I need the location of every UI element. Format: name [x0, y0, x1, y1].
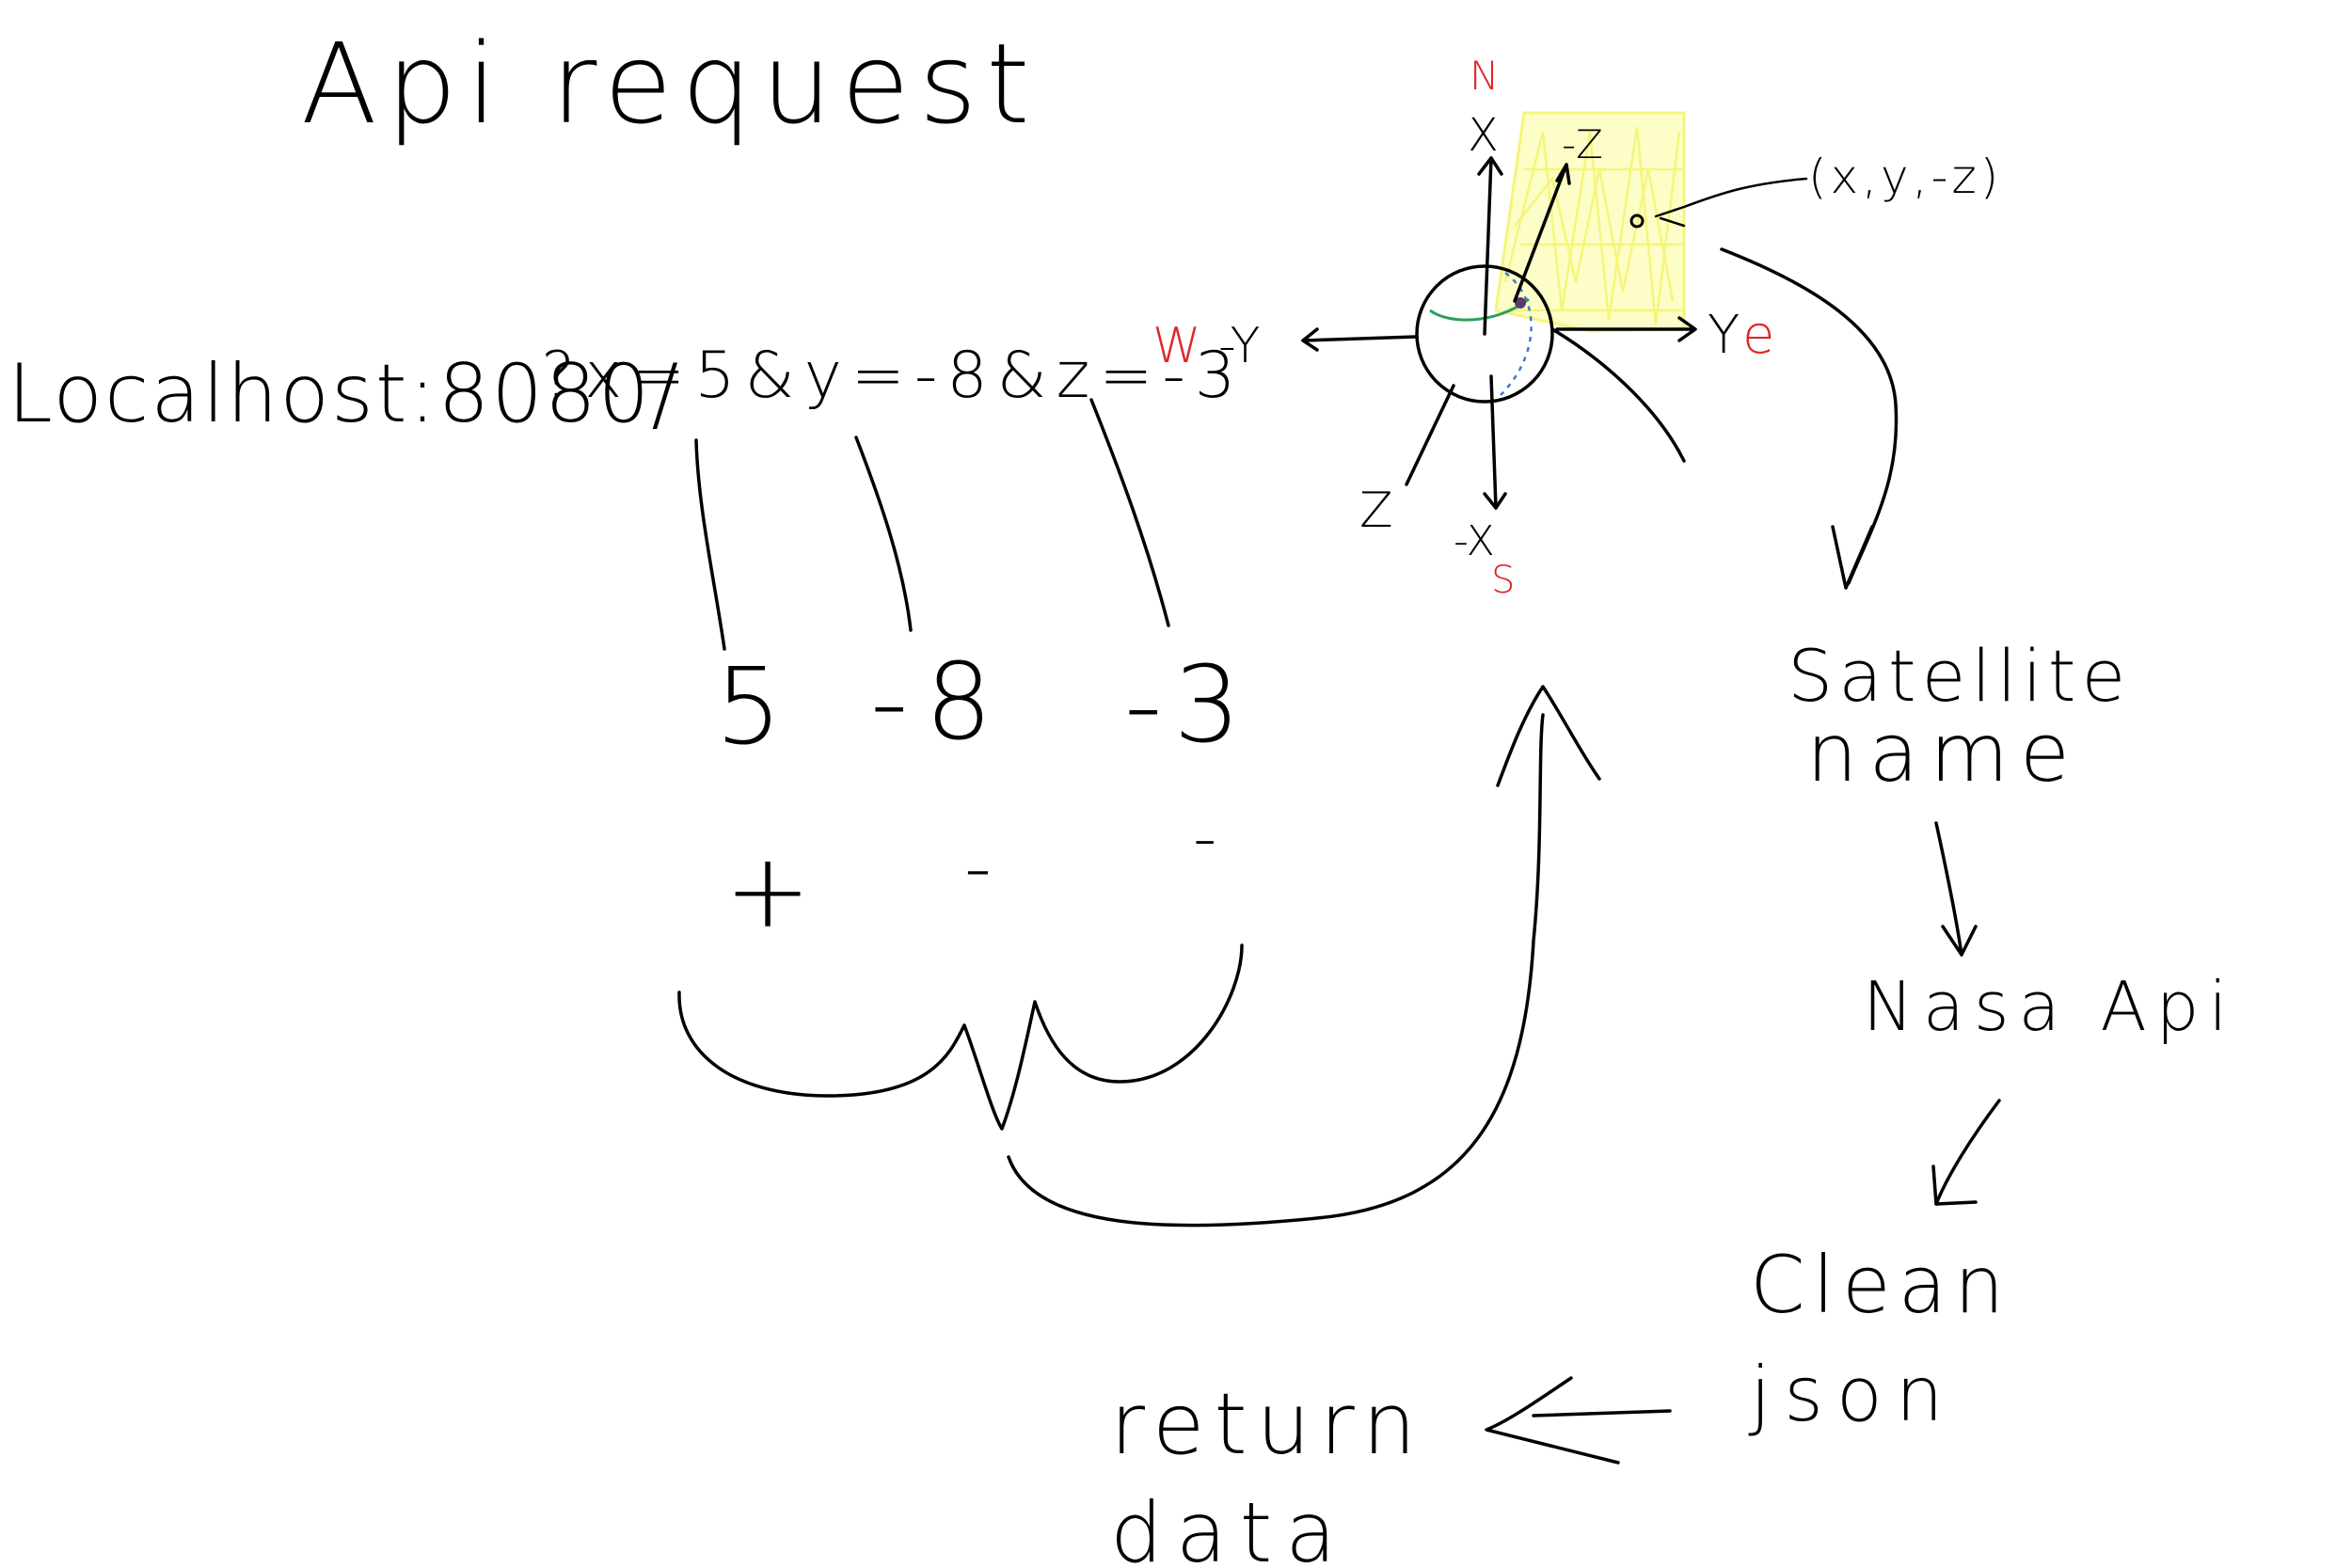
flow-satellite: Satellite [1788, 634, 2131, 718]
label-west: W [1152, 318, 1200, 374]
label-x-neg: -X [1454, 517, 1495, 565]
return-to-globe-arrowhead [1496, 685, 1601, 787]
meridian-dashed [1500, 272, 1533, 396]
api-url: Localhost:8080/ ?x=5&y=-8&z=-3 [8, 339, 1245, 441]
return-to-globe-arrow [1007, 713, 1545, 1227]
param-x-value: 5 [715, 646, 782, 768]
param-y-connector [854, 436, 913, 632]
flow-arrow-2 [1934, 821, 1963, 957]
z-axis-negative [1513, 163, 1568, 303]
param-z-value: -3 [1124, 644, 1252, 767]
point-label-leader [1654, 177, 1808, 228]
flow-return: return [1110, 1375, 1425, 1474]
target-point [1629, 214, 1645, 229]
label-y-neg: -Y [1218, 318, 1260, 374]
label-x-pos: X [1468, 109, 1499, 162]
page-title: Api request [301, 19, 1039, 149]
sign-x: + [724, 831, 811, 951]
flow-clean: Clean [1750, 1239, 2011, 1331]
label-y-pos: Y [1708, 305, 1740, 366]
label-north: N [1470, 53, 1499, 99]
y-axis-negative [1301, 335, 1418, 342]
url-query: ?x=5&y=-8&z=-3 [541, 339, 1245, 413]
label-z-neg: -Z [1562, 121, 1603, 167]
sign-z: - [1193, 800, 1216, 877]
point-label: (x,y,-z) [1808, 150, 2002, 204]
flow-json: json [1748, 1351, 1957, 1438]
param-x-connector [694, 438, 726, 651]
flow-arrow-4 [1532, 1409, 1672, 1418]
param-y-value: -8 [870, 641, 1009, 764]
param-z-connector [1089, 398, 1170, 627]
x-axis-positive [1483, 156, 1493, 336]
sweep-curve [1550, 327, 1686, 463]
sign-y: - [964, 824, 992, 911]
flow-data: data [1110, 1484, 1349, 1568]
combine-brace [677, 943, 1244, 1131]
axes-diagram: N X -Z -Y W Y e Z -X S (x,y,-z) [1152, 53, 2002, 602]
url-host: Localhost:8080/ [8, 347, 680, 441]
flow-arrow-3 [1934, 1099, 2001, 1206]
label-east: e [1742, 305, 1774, 366]
globe [1415, 264, 1554, 404]
origin-point [1515, 297, 1526, 309]
z-axis-positive [1405, 384, 1455, 486]
label-south: S [1491, 559, 1515, 602]
x-axis-negative [1489, 374, 1498, 510]
label-z-pos: Z [1359, 483, 1393, 539]
flow-nasa-api: Nasa Api [1863, 967, 2236, 1046]
flow-name: name [1806, 706, 2081, 800]
